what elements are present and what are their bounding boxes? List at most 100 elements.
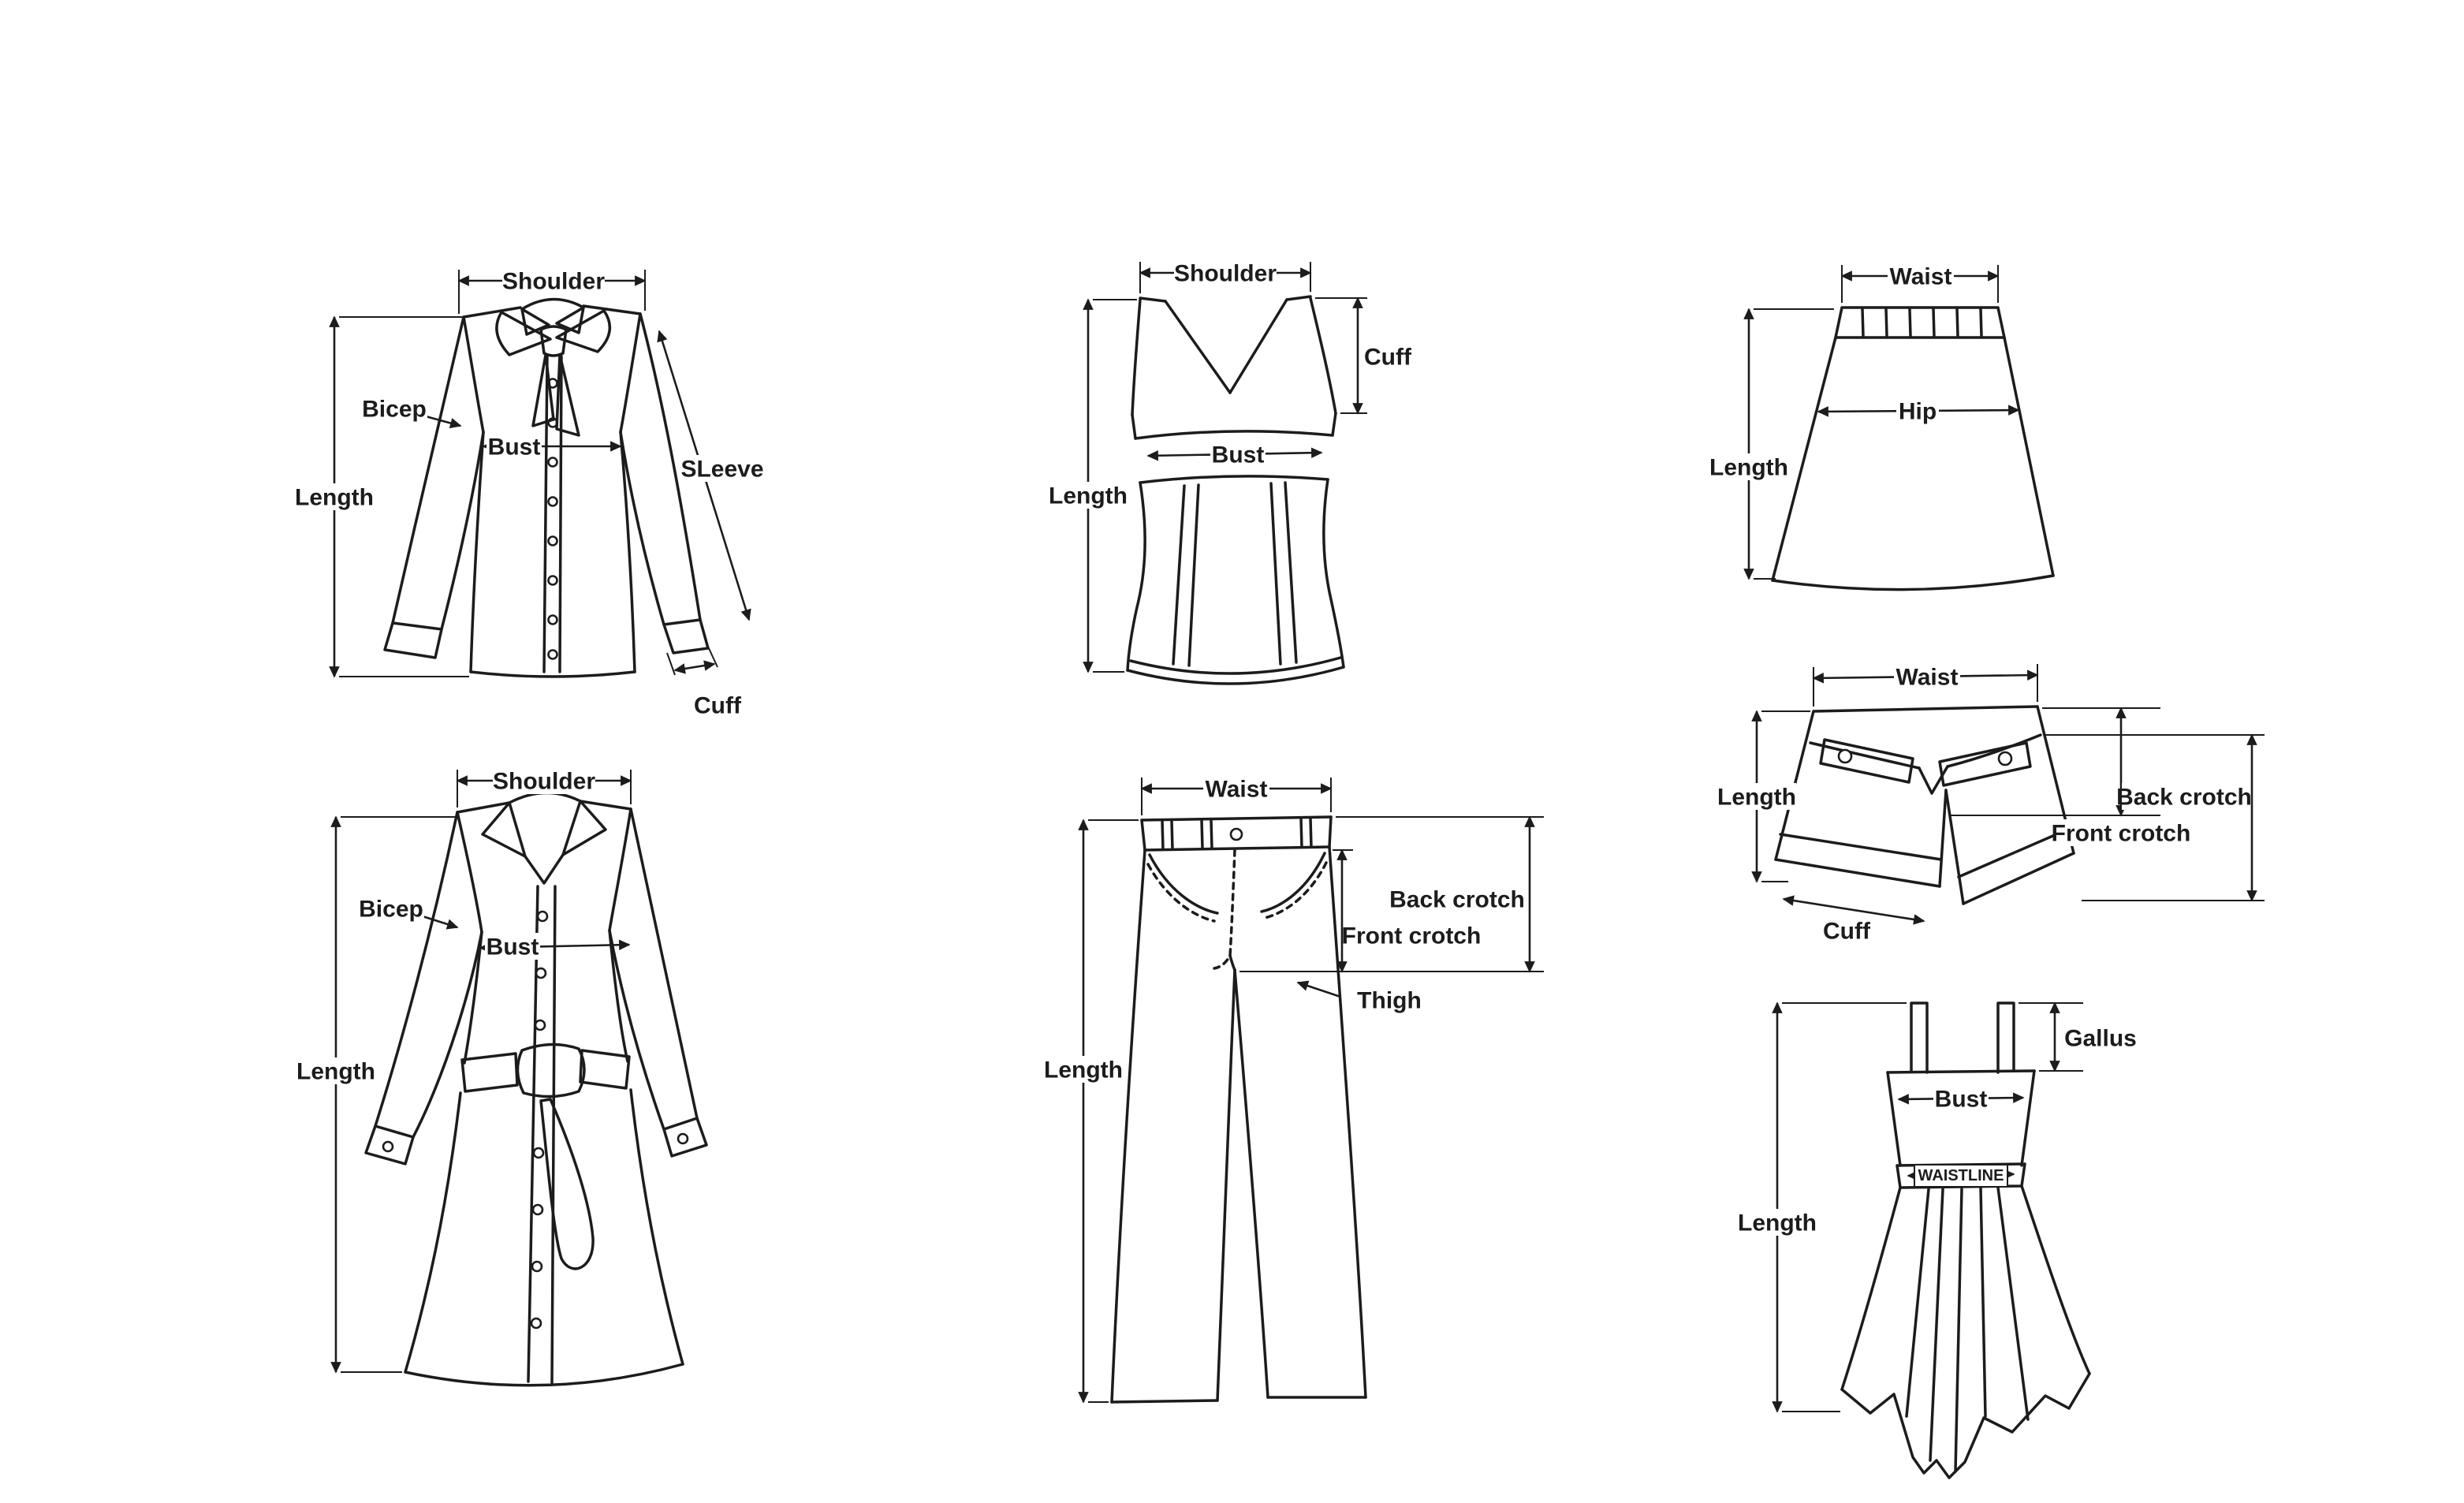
shorts-waist-label-text: Waist [1896, 665, 1959, 691]
tank-cuff-label-text: Cuff [1364, 345, 1412, 371]
coat-lapel-right [561, 800, 607, 856]
blouse-shoulder-seam-right [582, 304, 642, 315]
tank-top-diagram: Shoulder Cuff Bust Length [1049, 259, 1415, 685]
dress-left-strap [1910, 1001, 1929, 1074]
shorts-left-button [1837, 748, 1853, 764]
shorts-back-crotch-label-text: Back crotch [2116, 785, 2252, 811]
pants-right-pocket-stitch [1263, 861, 1328, 919]
blouse-bow-left-loop [495, 311, 552, 356]
pants-left-hem [1110, 1399, 1219, 1404]
tank-hem [1126, 666, 1345, 685]
coat-right-cuff [662, 1117, 708, 1158]
coat-hem [404, 1363, 684, 1387]
skirt-dimensions: Waist Hip Length [1709, 263, 2020, 580]
pants-back-crotch-label-text: Back crotch [1389, 887, 1525, 913]
coat-left-cuff-button [382, 1140, 394, 1153]
shorts-right-hem [1962, 852, 2075, 905]
tank-length-label: Length [1049, 482, 1128, 509]
tank-body-left [1126, 481, 1146, 672]
shorts-cuff-label-text: Cuff [1823, 919, 1871, 945]
blouse-length-label: Length [295, 483, 374, 511]
shorts-waist-label: Waist [1894, 663, 1960, 691]
coat-left-sleeve-outer [374, 811, 459, 1128]
tank-panel-lines [1172, 481, 1298, 667]
dress-right-strap [1996, 1001, 2015, 1074]
coat-garment-outline [364, 791, 708, 1387]
coat-right-sleeve-outer [629, 807, 699, 1120]
tank-left-strap-outer [1131, 298, 1142, 416]
coat-right-cuff-button [677, 1132, 689, 1145]
coat-belt-hanging-loop [539, 1098, 595, 1270]
tank-shoulder-label-text: Shoulder [1174, 261, 1277, 287]
blouse-left-cuff [383, 621, 443, 659]
coat-lapel-left [481, 801, 527, 858]
dress-dimensions: Gallus Bust WAISTLINE Length [1738, 1001, 2138, 1413]
blouse-collar-left [520, 308, 550, 336]
pants-fly-stitch [1213, 848, 1236, 970]
pants-diagram: Waist Length Back crotch Front crotch Th… [1044, 775, 1544, 1404]
blouse-hem [469, 670, 636, 678]
blouse-body-left [469, 431, 485, 673]
shorts-waist-top [1812, 705, 2039, 713]
pants-right-inseam [1233, 968, 1269, 1399]
blouse-shoulder-label-text: Shoulder [502, 269, 605, 295]
dress-diagram: Gallus Bust WAISTLINE Length [1738, 1001, 2138, 1479]
coat-belt-knot [516, 1042, 586, 1098]
blouse-bow-right-loop [555, 309, 612, 353]
tank-length-label-text: Length [1049, 483, 1128, 509]
pants-dimensions: Waist Length Back crotch Front crotch Th… [1044, 775, 1544, 1404]
skirt-diagram: Waist Hip Length [1709, 263, 2055, 591]
tank-underarm-right [1331, 412, 1337, 437]
dress-hem [1840, 1372, 2091, 1479]
skirt-side-right [2003, 336, 2055, 577]
skirt-length-label-text: Length [1709, 455, 1788, 481]
tank-bust-band-top [1134, 430, 1334, 440]
dress-skirt-right [2020, 1184, 2091, 1375]
skirt-side-left [1771, 336, 1837, 582]
skirt-waistband [1834, 306, 2006, 339]
skirt-hem [1771, 574, 2055, 591]
coat-bicep-label: Bicep [358, 895, 424, 923]
pants-waist-label: Waist [1203, 775, 1269, 803]
pants-right-pocket [1260, 852, 1326, 913]
pants-thigh-label-text: Thigh [1357, 988, 1422, 1014]
dress-bust-label: Bust [1933, 1085, 1989, 1113]
dress-bodice-sides [1886, 1069, 2036, 1167]
pants-front-crotch-label: Front crotch [1342, 922, 1481, 949]
blouse-bicep-label: Bicep [361, 395, 427, 423]
blouse-bow-knot [539, 325, 568, 357]
shorts-front-crotch-label-text: Front crotch [2052, 821, 2191, 847]
shorts-length-label: Length [1717, 783, 1796, 811]
tank-body-right [1322, 478, 1345, 669]
dress-gallus-label-text: Gallus [2064, 1026, 2137, 1052]
blouse-garment-outline [383, 297, 710, 678]
blouse-length-label-text: Length [295, 485, 374, 511]
blouse-body-right [619, 431, 636, 673]
blouse-cuff-label: Cuff [691, 692, 744, 719]
coat-left-cuff [364, 1124, 415, 1165]
dress-length-label-text: Length [1738, 1210, 1817, 1236]
pants-length-label-text: Length [1044, 1057, 1123, 1083]
pants-left-pocket-stitch [1146, 863, 1216, 923]
shorts-back-crotch-label: Back crotch [2116, 783, 2252, 811]
pants-crotch-seam [1228, 954, 1236, 972]
coat-belt-left [460, 1052, 519, 1093]
coat-length-label-text: Length [296, 1059, 375, 1085]
blouse-dimensions: Shoulder Length Bust Bicep SLeeve Cuff [295, 267, 764, 719]
dress-skirt-left [1840, 1186, 1902, 1391]
blouse-bicep-label-text: Bicep [362, 397, 427, 423]
dress-waistline-label-text: WAISTLINE [1918, 1167, 2004, 1184]
tank-vneck-left [1164, 300, 1232, 394]
coat-body-left-lower [404, 1091, 462, 1374]
coat-left-sleeve-inner [412, 931, 483, 1139]
dress-pleats [1905, 1186, 2030, 1473]
tank-bust-band-bottom [1139, 475, 1329, 484]
shorts-left-inner [1938, 789, 1948, 888]
pants-left-pocket [1148, 853, 1219, 915]
coat-body-right-lower [629, 1088, 684, 1366]
shorts-left-hem [1774, 858, 1941, 888]
blouse-sleeve-label: SLeeve [680, 455, 764, 483]
blouse-cuff-label-text: Cuff [694, 693, 742, 719]
coat-body-right-upper [608, 929, 629, 1063]
shorts-right-hem-band [1957, 828, 2069, 878]
